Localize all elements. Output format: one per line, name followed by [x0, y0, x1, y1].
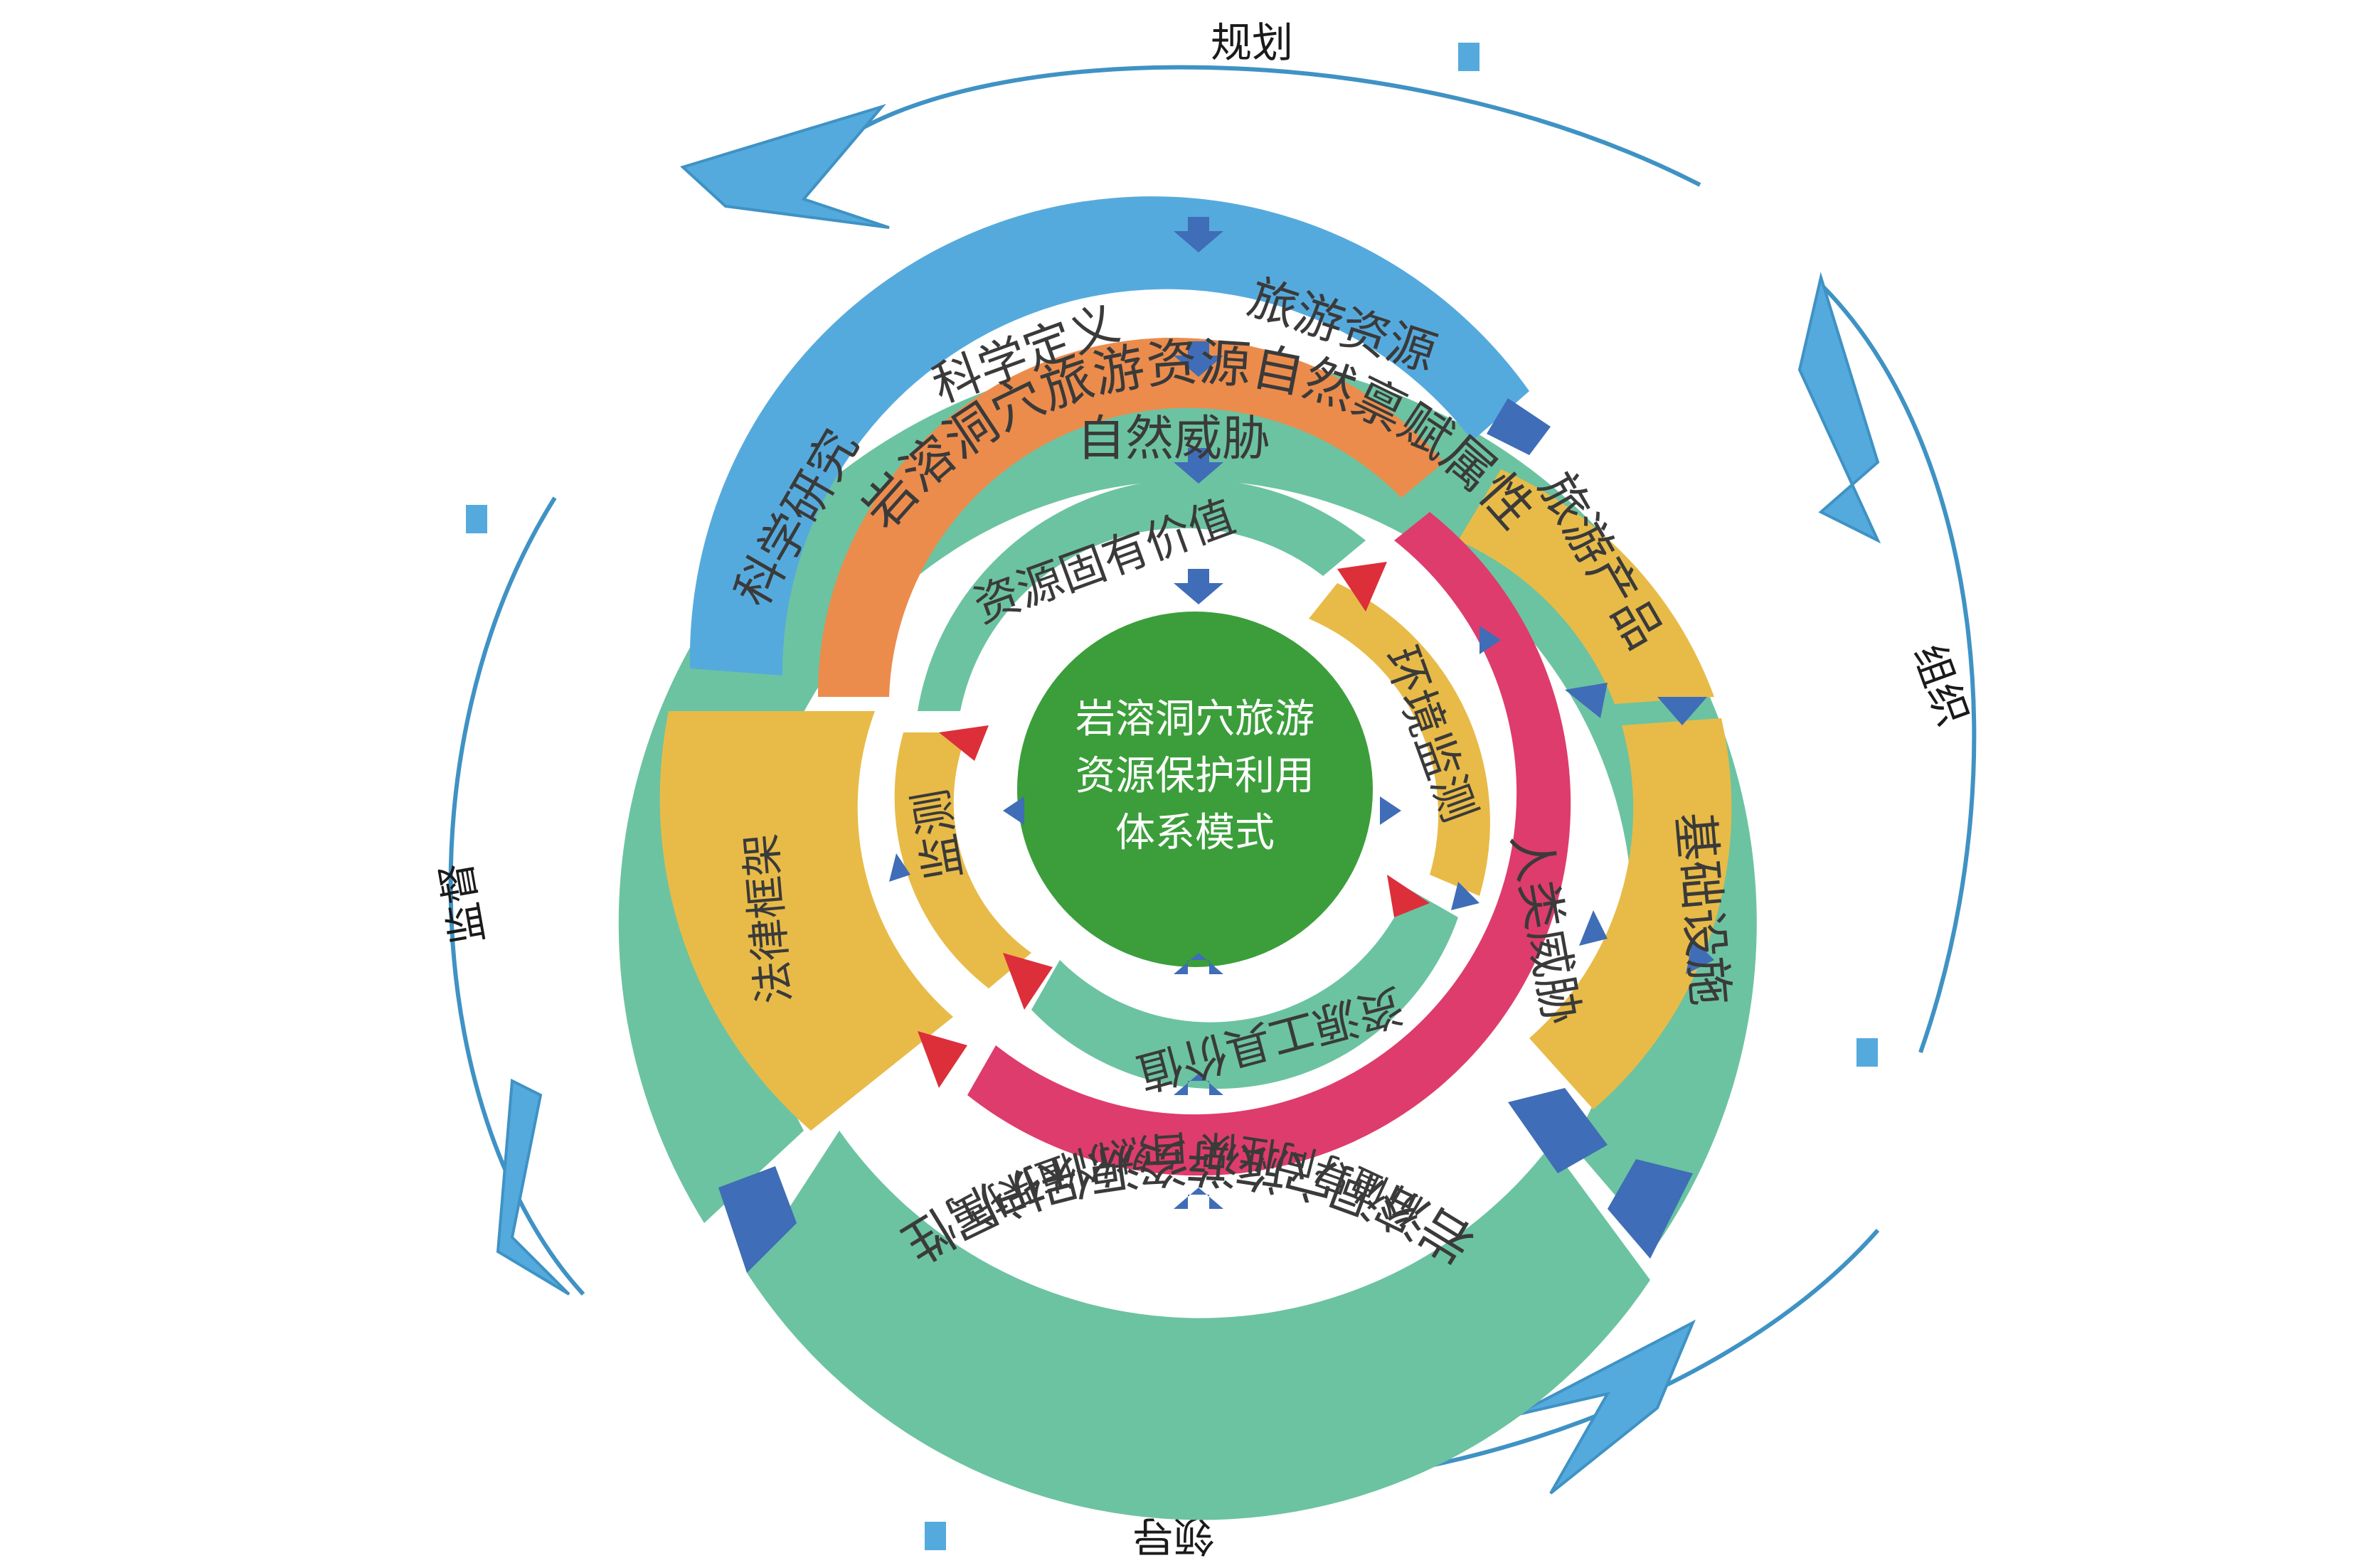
intrinsic-value-band	[918, 479, 1366, 711]
infrastructure-block	[1529, 718, 1732, 1109]
center-line-3: 体系模式	[1115, 810, 1275, 856]
blue-ring	[689, 196, 1529, 676]
env-monitoring-block	[1309, 583, 1490, 896]
monitoring-block	[894, 732, 1031, 988]
supervise-band	[496, 1078, 570, 1296]
supervise-label: 监督	[431, 858, 493, 948]
plan-label: 规划	[1211, 18, 1293, 67]
lead-band	[1514, 1319, 1696, 1495]
center-line-2: 资源保护利用	[1075, 753, 1314, 799]
organize-label: 组织	[1904, 638, 1978, 732]
tourism-product-block	[1458, 469, 1714, 704]
outer-action-bands	[496, 104, 1881, 1495]
outer-action-markers	[466, 43, 1878, 1550]
law-framework-block	[659, 711, 953, 1131]
center-circle	[1017, 612, 1373, 967]
orange-label: 自然威胁	[1077, 411, 1270, 467]
center-line-1: 岩溶洞穴旅游	[1075, 696, 1314, 742]
organize-arc	[1819, 282, 1977, 1053]
organize-band	[1797, 272, 1881, 544]
red-flow-arrows	[918, 562, 1430, 1088]
instrumental-value-band	[1031, 889, 1458, 1089]
blue-flow-arrows	[718, 217, 1714, 1273]
supervise-arc	[448, 496, 585, 1296]
plan-band	[680, 104, 890, 229]
pink-ring	[967, 512, 1571, 1176]
inner-teal-ring	[918, 479, 1458, 1089]
bottom-teal-block	[747, 1131, 1650, 1520]
plan-arc	[838, 65, 1701, 187]
orange-ring	[817, 337, 1444, 697]
